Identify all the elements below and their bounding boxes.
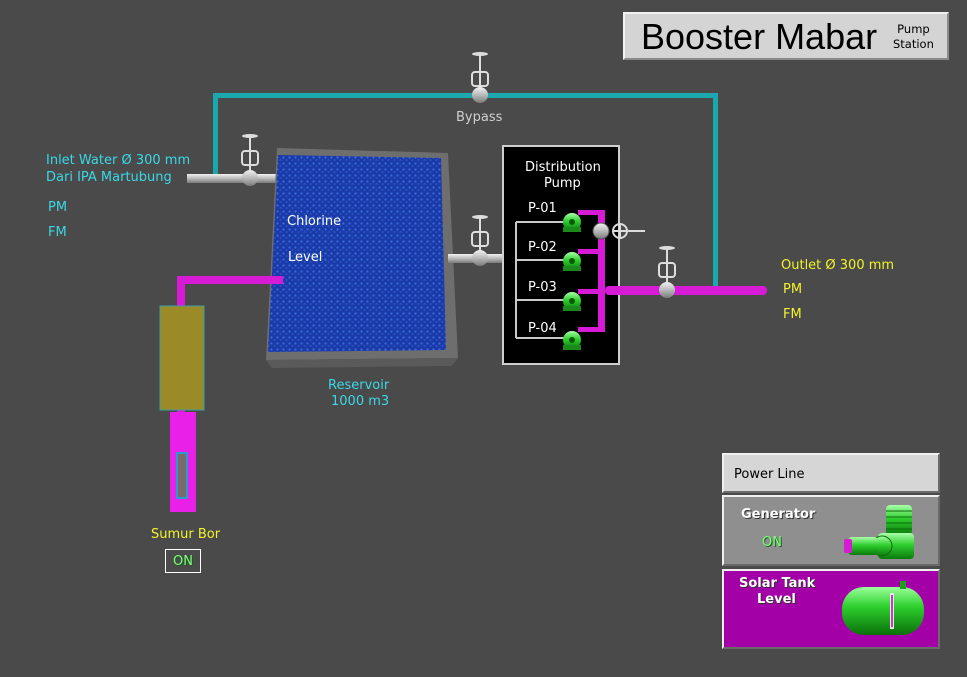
distribution-title: Pump: [544, 176, 581, 191]
pump-icon[interactable]: [563, 331, 581, 350]
station-title-box: Booster Mabar Pump Station: [623, 12, 949, 60]
distribution-manifold: [515, 221, 568, 339]
outlet-label: Outlet Ø 300 mm: [781, 258, 895, 273]
solar-tank-level-label: Level: [757, 592, 796, 607]
solar-tank-panel[interactable]: Solar Tank Level: [722, 569, 940, 649]
pump-icon[interactable]: [563, 252, 581, 271]
valve-icon[interactable]: [471, 215, 489, 266]
distribution-title: Distribution: [525, 160, 601, 175]
pump-icon[interactable]: [563, 213, 581, 232]
subtitle-line: Station: [893, 37, 934, 51]
generator-label: Generator: [741, 507, 816, 522]
page-title: Booster Mabar: [641, 16, 878, 57]
reservoir-tank: [266, 148, 458, 368]
chlorine-label: Chlorine: [287, 214, 342, 229]
inlet-pm-label[interactable]: PM: [48, 200, 68, 215]
well-pump-icon: [176, 452, 188, 499]
page-subtitle: Pump Station: [893, 22, 934, 52]
solar-tank-label: Solar Tank: [739, 576, 816, 591]
outlet-fm-label[interactable]: FM: [783, 307, 802, 322]
pump-label-p01: P-01: [528, 201, 557, 216]
distribution-discharge: [578, 210, 605, 332]
well-casing: [159, 305, 205, 411]
reservoir-capacity: 1000 m3: [331, 394, 390, 409]
pump-label-p04: P-04: [528, 321, 557, 336]
inlet-pipe: [187, 174, 289, 183]
well-status-button[interactable]: ON: [165, 549, 201, 573]
subtitle-line: Pump: [897, 22, 930, 36]
level-label: Level: [288, 250, 323, 265]
valve-icon[interactable]: [241, 134, 259, 186]
tank-icon: [842, 581, 924, 635]
power-line-label: Power Line: [734, 467, 805, 482]
outlet-pm-label[interactable]: PM: [783, 282, 803, 297]
check-valve-icon[interactable]: [592, 222, 645, 240]
pump-label-p02: P-02: [528, 240, 557, 255]
pump-label-p03: P-03: [528, 280, 557, 295]
outlet-pipe: [605, 286, 767, 295]
reservoir-label: Reservoir: [328, 378, 390, 393]
bypass-pipe: [213, 93, 718, 289]
well-label: Sumur Bor: [151, 527, 221, 542]
inlet-source-label: Dari IPA Martubung: [46, 170, 172, 185]
power-line-panel[interactable]: Power Line: [722, 453, 940, 493]
pump-icon[interactable]: [563, 292, 581, 311]
generator-panel[interactable]: Generator ON: [722, 495, 940, 566]
valve-icon[interactable]: [658, 246, 676, 298]
inlet-fm-label[interactable]: FM: [48, 225, 67, 240]
valve-icon[interactable]: [471, 52, 489, 103]
generator-icon: [844, 505, 914, 559]
inlet-label: Inlet Water Ø 300 mm: [46, 153, 191, 168]
bypass-label: Bypass: [456, 110, 503, 125]
well-status: ON: [173, 554, 193, 569]
generator-status: ON: [762, 535, 782, 550]
